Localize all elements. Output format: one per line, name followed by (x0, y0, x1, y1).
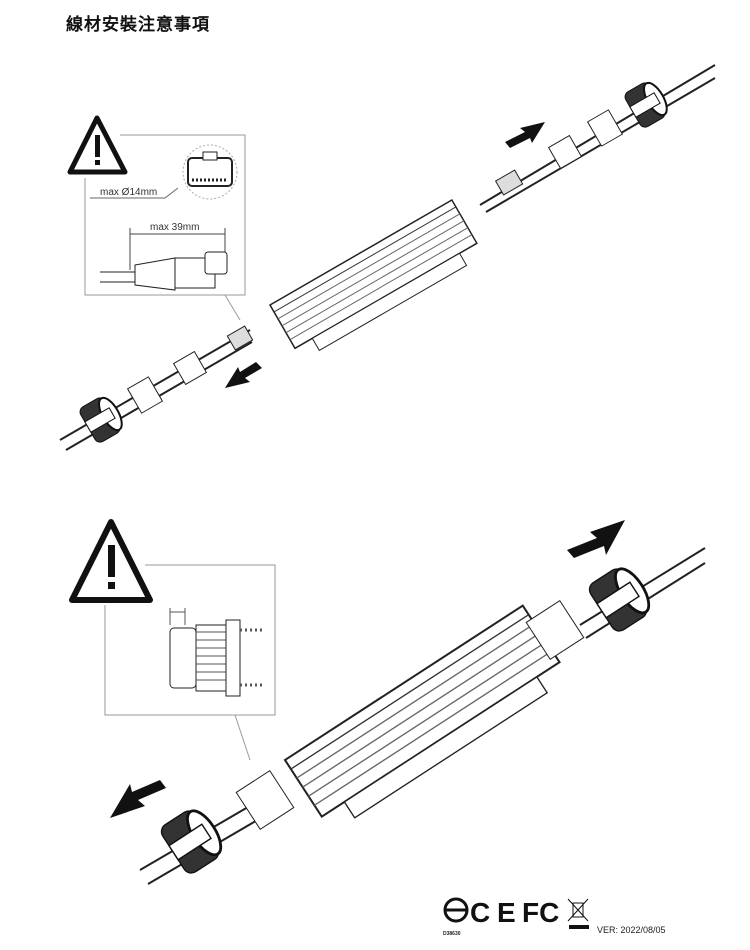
certification-marks: C E FC (443, 897, 589, 929)
poe-housing (269, 199, 485, 362)
arrow-up-right-icon (110, 780, 166, 818)
gland-detail (169, 608, 262, 697)
fcc-mark-icon: FC (522, 897, 559, 928)
page-title: 線材安裝注意事項 (66, 15, 210, 35)
arrow-down-left-icon (505, 122, 545, 148)
poe-housing-assembled (283, 604, 571, 834)
weee-bin-icon (567, 898, 589, 929)
step2-illustration (69, 519, 706, 885)
bsmi-number: D38630 (443, 931, 461, 937)
version-label: VER: 2022/08/05 (597, 925, 666, 935)
rj45-plug (134, 257, 176, 291)
arrow-down-left-icon (567, 520, 625, 558)
ce-mark-icon: C (470, 897, 490, 928)
cable-nut-left-2 (156, 801, 231, 878)
length-label: max 39mm (150, 222, 199, 233)
cable-nut-right (621, 76, 674, 131)
diameter-label: max Ø14mm (100, 187, 157, 198)
svg-text:E: E (497, 897, 516, 928)
cable-nut-right-2 (584, 559, 659, 636)
bsmi-mark-icon (443, 897, 469, 923)
step1-illustration: max Ø14mm max 39mm (59, 64, 716, 451)
cable-nut-left (76, 391, 129, 446)
arrow-up-right-icon (225, 362, 262, 388)
